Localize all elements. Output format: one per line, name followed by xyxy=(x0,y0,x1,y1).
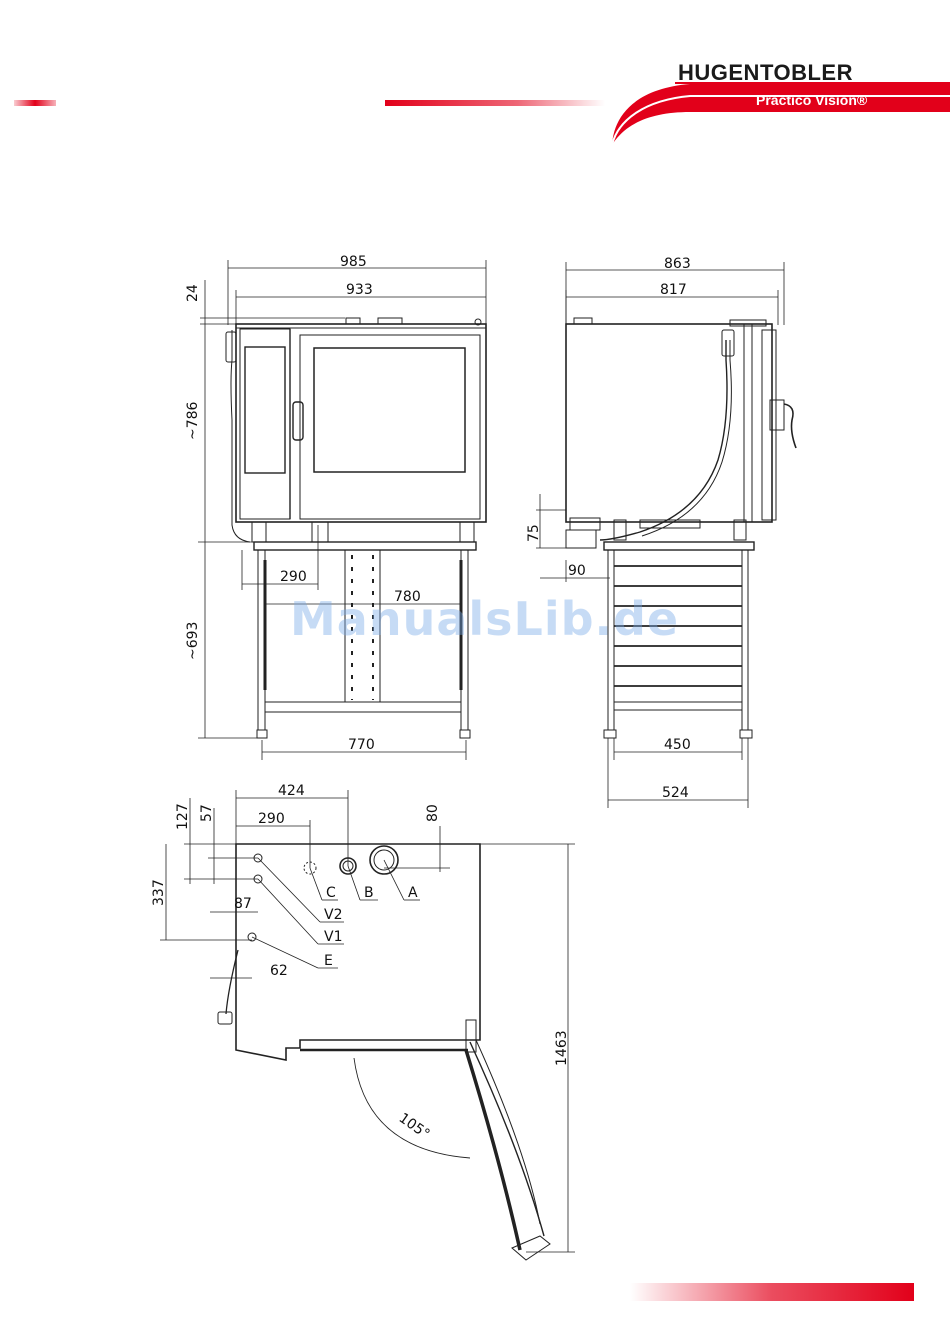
dim-80: 80 xyxy=(425,804,441,822)
brand-product: Practico Vision® xyxy=(756,92,867,108)
footer-bar xyxy=(630,1283,914,1301)
dim-337: 337 xyxy=(151,879,167,906)
watermark: ManualsLib.de xyxy=(290,592,679,646)
label-c: C xyxy=(326,885,336,901)
label-b: B xyxy=(364,885,374,901)
dim-290: 290 xyxy=(258,811,285,827)
dim-1463: 1463 xyxy=(554,1030,570,1066)
label-v1: V1 xyxy=(324,929,342,945)
dim-127: 127 xyxy=(175,803,191,830)
dim-drain-height: 75 xyxy=(526,524,542,542)
dim-62: 62 xyxy=(270,963,288,979)
label-e: E xyxy=(324,953,333,969)
dim-height-stand: ~693 xyxy=(185,622,201,660)
dim-leg-offset: 290 xyxy=(280,569,307,585)
front-view-labels: 985 933 24 ~786 ~693 290 780 770 xyxy=(185,254,421,753)
front-view xyxy=(198,260,486,760)
dim-stand-depth: 524 xyxy=(662,785,689,801)
plan-view xyxy=(160,790,575,1260)
header-bar-mid xyxy=(385,100,605,106)
dim-depth-body: 817 xyxy=(660,282,687,298)
dim-top-offset: 24 xyxy=(185,284,201,302)
dim-height-unit: ~786 xyxy=(185,401,201,440)
dim-width-overall: 985 xyxy=(340,254,367,270)
label-v2: V2 xyxy=(324,907,342,923)
dim-stand-width: 770 xyxy=(348,737,375,753)
label-a: A xyxy=(408,885,418,901)
dim-drain-offset: 90 xyxy=(568,563,586,579)
side-view xyxy=(536,262,796,808)
dim-width-body: 933 xyxy=(346,282,373,298)
dim-depth-overall: 863 xyxy=(664,256,691,272)
dim-87: 87 xyxy=(234,896,252,912)
dim-stand-inner: 450 xyxy=(664,737,691,753)
dim-57: 57 xyxy=(199,804,215,822)
dim-424: 424 xyxy=(278,783,305,799)
brand-name: HUGENTOBLER xyxy=(678,60,853,86)
header-bar-left xyxy=(14,100,56,106)
